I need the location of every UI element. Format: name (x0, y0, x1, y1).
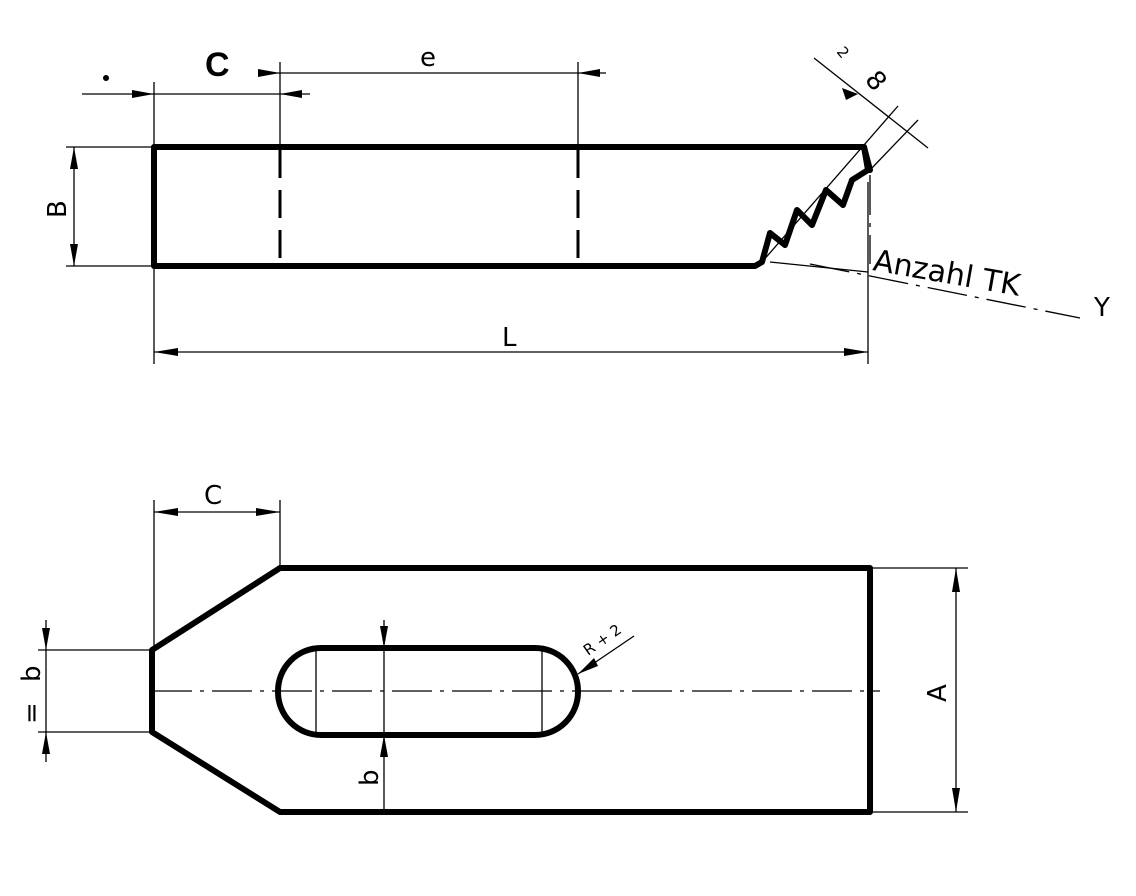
arrow-b-slot-top (380, 626, 388, 648)
arrow-e-left (258, 69, 280, 77)
arrow-b-left-bottom (42, 732, 50, 754)
top-view-outline (151, 144, 871, 269)
arrow-b-left-top (42, 628, 50, 650)
bottom-view: C A b = b R + 2 (17, 481, 968, 815)
note-leader (809, 263, 1081, 319)
dot-marker (103, 75, 109, 81)
label-dim-b-left: b (17, 665, 47, 682)
teeth-profile (861, 144, 873, 173)
label-dim-e: e (420, 43, 436, 73)
label-teeth-small: 2 (833, 43, 853, 62)
top-view: C e B L 8 2 Anzahl TK Y (43, 43, 1110, 364)
dim-line-teeth (813, 57, 929, 149)
arrow-c2-left (154, 508, 178, 516)
label-dim-b-slot: b (355, 769, 385, 786)
arrow-b-slot-bottom (380, 735, 388, 757)
arrow-a-top (952, 568, 960, 592)
ext-line-teeth-2 (869, 119, 919, 171)
ext-line-teeth-1 (761, 105, 899, 263)
arrow-radius (578, 658, 598, 674)
arrow-a-bottom (952, 788, 960, 812)
tooth-leader (769, 261, 869, 273)
label-dim-l: L (502, 323, 517, 353)
arrow-b-top (70, 147, 78, 169)
label-note-y: Y (1093, 293, 1110, 323)
label-radius: R + 2 (580, 620, 625, 659)
arrow-b-bottom (70, 244, 78, 266)
bottom-view-outline (149, 565, 873, 815)
arrow-teeth (842, 88, 858, 100)
arrow-c-left (132, 90, 154, 98)
label-dim-c2: C (204, 481, 222, 511)
arrow-c2-right (256, 508, 280, 516)
label-dim-a: A (923, 684, 953, 702)
label-teeth-dim: 8 (859, 65, 893, 97)
label-dim-b: B (43, 200, 73, 218)
label-note: Anzahl TK (871, 243, 1025, 303)
arrow-l-right (844, 348, 868, 356)
arrow-c-right (280, 90, 302, 98)
label-dim-eq: = (17, 702, 47, 724)
arrow-e-right (578, 69, 600, 77)
label-dim-c: C (205, 46, 230, 84)
arrow-l-left (154, 348, 178, 356)
